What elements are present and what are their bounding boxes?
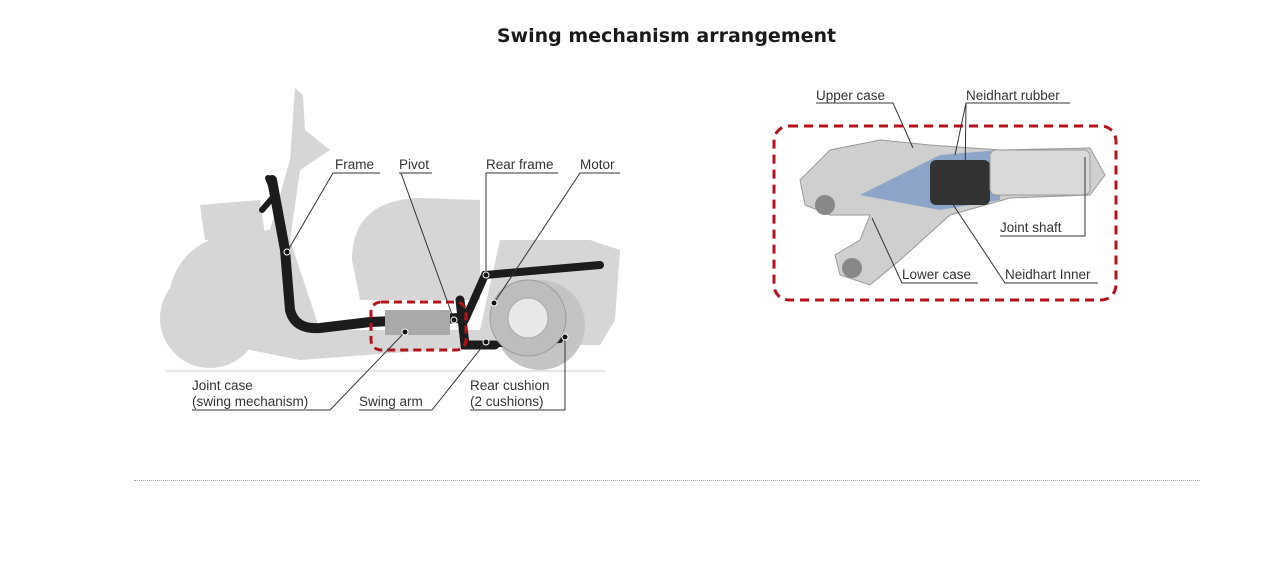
label-joint-case: Joint case <box>192 378 253 393</box>
section-divider <box>134 480 1200 481</box>
label-neidhart-rubber: Neidhart rubber <box>966 88 1060 103</box>
joint-case-highlight <box>369 300 468 352</box>
label-rear-cushion-sub: (2 cushions) <box>470 394 544 409</box>
joint-case-detail-highlight <box>772 124 1118 302</box>
label-rear-frame: Rear frame <box>486 157 554 172</box>
label-joint-shaft: Joint shaft <box>1000 220 1062 235</box>
label-joint-case-sub: (swing mechanism) <box>192 394 309 409</box>
label-frame: Frame <box>335 157 375 172</box>
label-motor: Motor <box>580 157 615 172</box>
page-title: Swing mechanism arrangement <box>496 25 837 47</box>
label-pivot: Pivot <box>399 157 430 172</box>
joint-case-cutaway <box>799 139 1106 286</box>
label-swing-arm: Swing arm <box>359 394 423 409</box>
label-upper-case: Upper case <box>816 88 886 103</box>
label-neidhart-inner: Neidhart Inner <box>1005 267 1091 282</box>
label-rear-cushion: Rear cushion <box>470 378 550 393</box>
label-lower-case: Lower case <box>902 267 972 282</box>
